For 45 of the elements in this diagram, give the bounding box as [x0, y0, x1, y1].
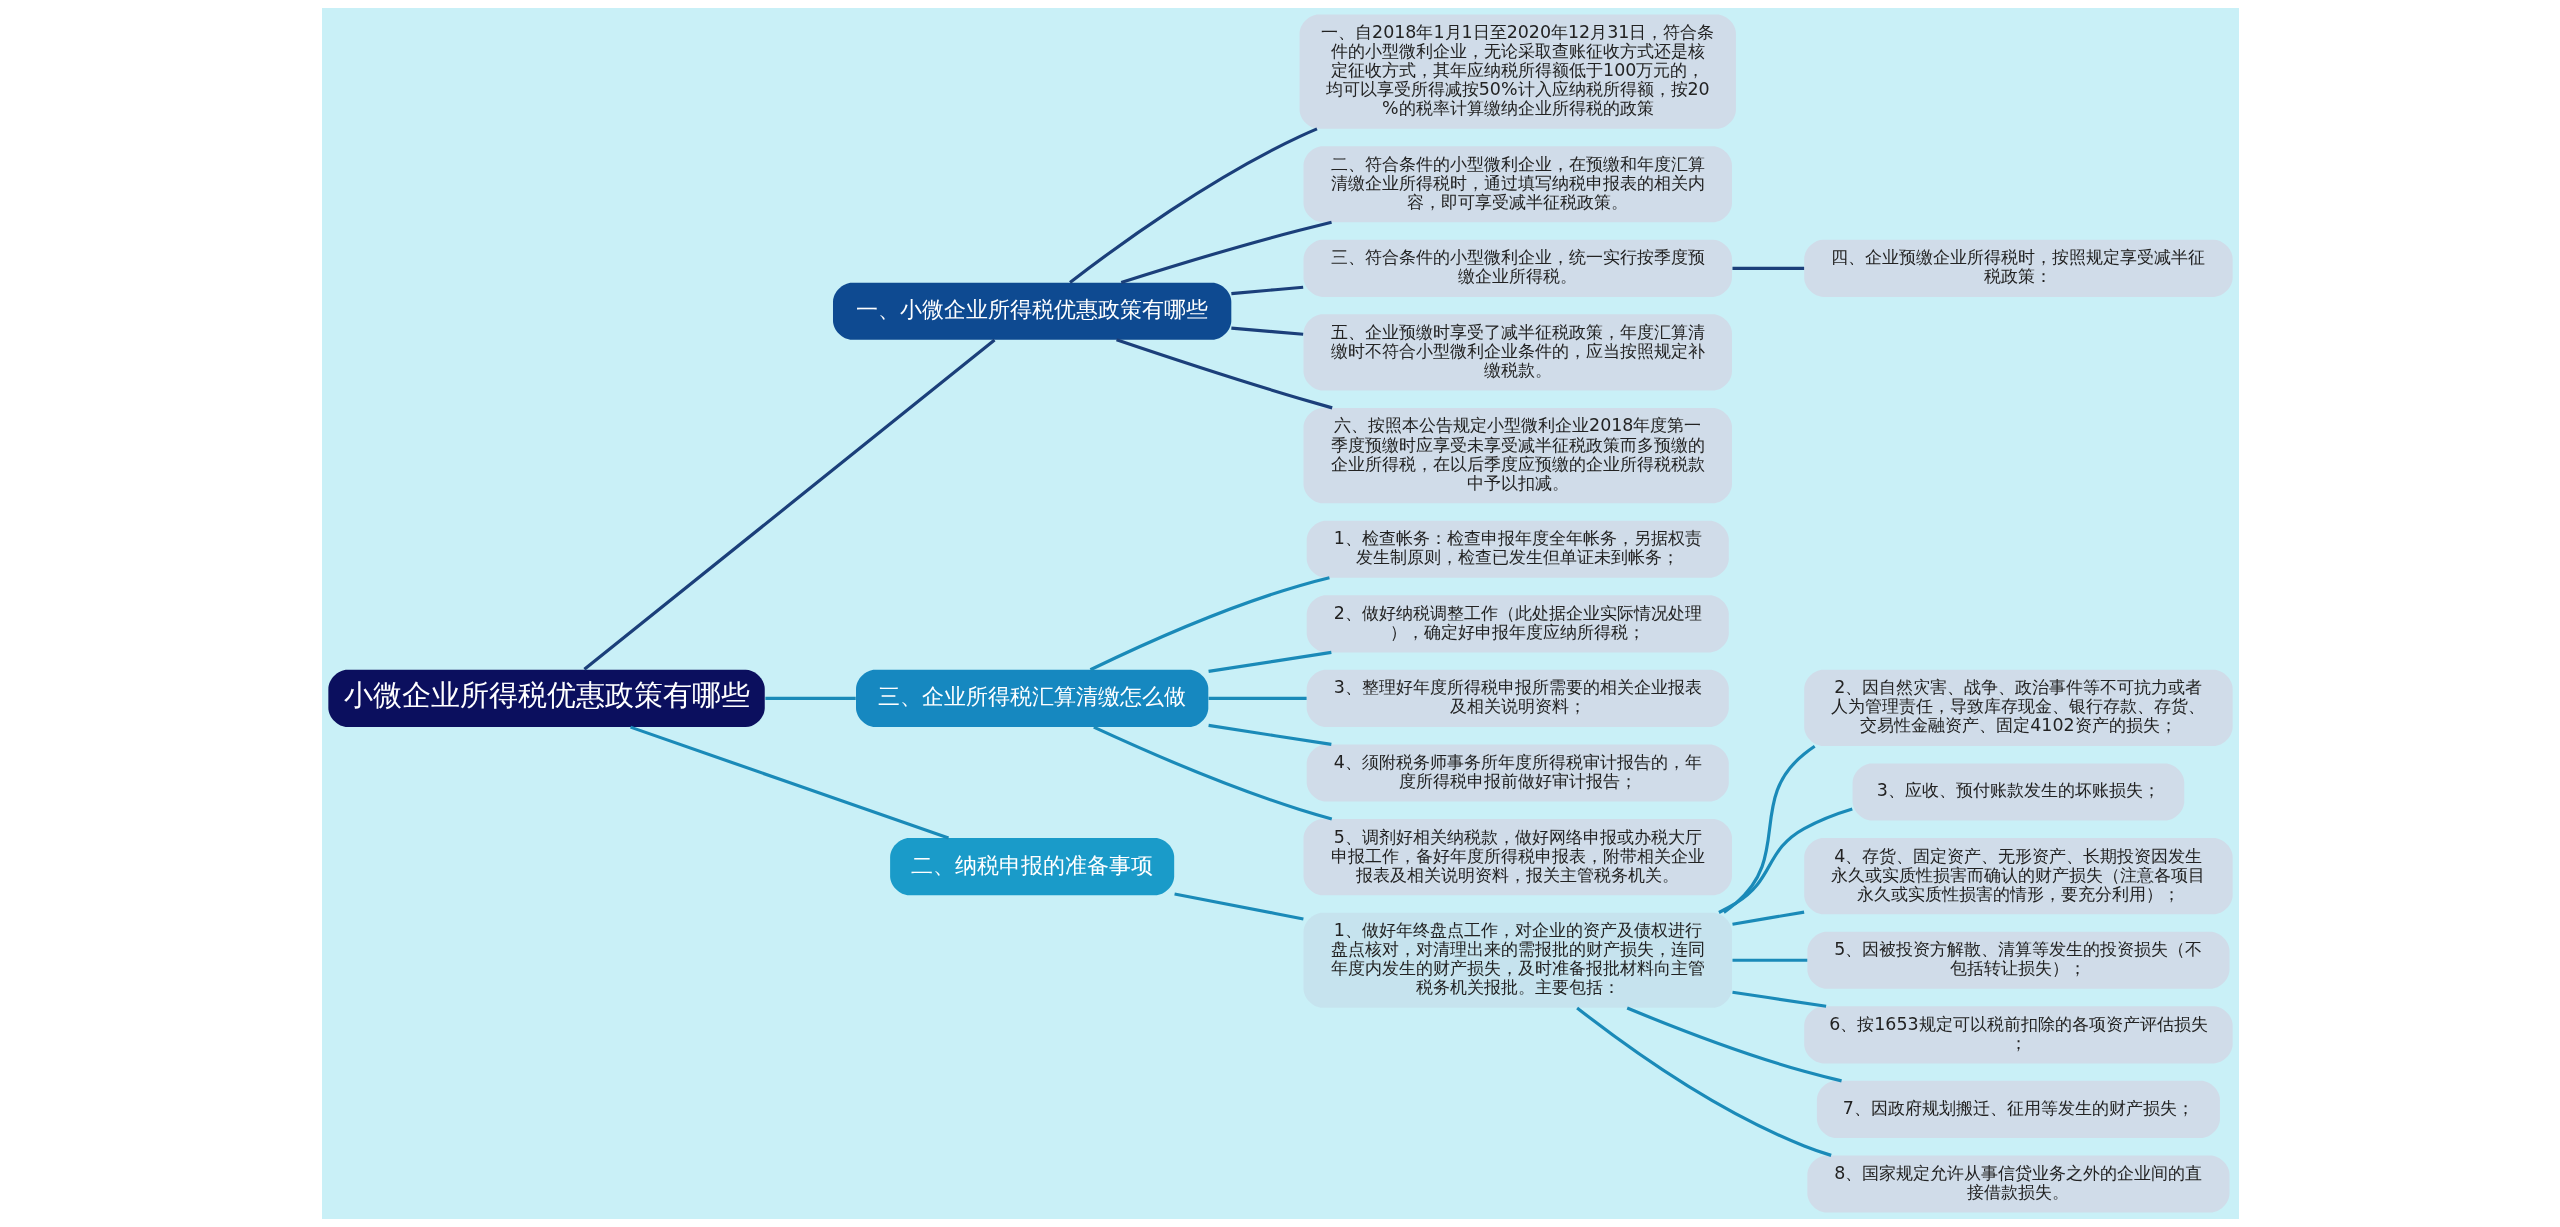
connector	[1207, 723, 1332, 746]
connector	[764, 696, 856, 700]
connector	[1120, 220, 1332, 284]
connector	[1732, 958, 1807, 962]
node-box: 6、按1653规定可以税前扣除的各项资产评估损失；	[1803, 1006, 2233, 1064]
node-box: 4、须附税务师事务所年度所得税审计报告的，年度所得税申报前做好审计报告；	[1306, 744, 1729, 802]
node-box: 二、纳税申报的准备事项	[889, 838, 1174, 896]
connector	[1115, 338, 1333, 410]
connector	[1207, 650, 1332, 673]
connector	[1717, 807, 1853, 914]
connector	[1208, 696, 1307, 700]
node-box: 三、符合条件的小型微利企业，统一实行按季度预缴企业所得税。	[1303, 239, 1732, 297]
node-box: 五、企业预缴时享受了减半征税政策，年度汇算清缴时不符合小型微利企业条件的，应当按照规定补缴税款。	[1303, 314, 1732, 391]
node-box: 7、因政府规划搬迁、征用等发生的财产损失；	[1816, 1080, 2220, 1138]
node-box: 小微企业所得税优惠政策有哪些	[327, 669, 765, 727]
node-box: 1、做好年终盘点工作，对企业的资产及债权进行盘点核对，对清理出来的需报批的财产损失，连同年度内发生的财产损失，及时准备报批材料向主管税务机关报批。主要包括：	[1303, 912, 1732, 1008]
connector	[1068, 127, 1318, 284]
connector	[1173, 892, 1304, 921]
connector	[1731, 990, 1826, 1008]
node-box: 一、小微企业所得税优惠政策有哪些	[832, 282, 1231, 340]
node-box: 三、企业所得税汇算清缴怎么做	[855, 669, 1208, 727]
connector	[1732, 266, 1804, 270]
node-box: 3、整理好年度所得税申报所需要的相关企业报表及相关说明资料；	[1306, 669, 1729, 727]
connector	[1731, 910, 1804, 926]
node-box: 4、存货、固定资产、无形资产、长期投资因发生永久或实质性损害而确认的财产损失（注意各项目永久或实质性损害的情形，要充分利用）；	[1803, 838, 2233, 915]
connector	[1230, 326, 1303, 336]
node-box: 六、按照本公告规定小型微利企业2018年度第一季度预缴时应享受未享受减半征税政策而多预缴的企业所得税，在以后季度应预缴的企业所得税税款中予以扣减。	[1303, 408, 1732, 504]
node-box: 2、因自然灾害、战争、政治事件等不可抗力或者人为管理责任，导致库存现金、银行存款、存货、交易性金融资产、固定4102资产的损失；	[1803, 669, 2233, 746]
connector	[1575, 1006, 1832, 1157]
node-box: 5、调剂好相关纳税款，做好网络申报或办税大厅申报工作，备好年度所得税申报表，附带相关企业报表及相关说明资料，报关主管税务机关。	[1303, 819, 1732, 896]
connector	[1626, 1006, 1842, 1083]
node-box: 1、检查帐务：检查申报年度全年帐务，另据权责发生制原则，检查已发生但单证未到帐务；	[1306, 520, 1729, 578]
node-box: 8、国家规定允许从事信贷业务之外的企业间的直接借款损失。	[1806, 1155, 2229, 1213]
connector	[1230, 285, 1303, 296]
node-box: 2、做好纳税调整工作（此处据企业实际情况处理），确定好申报年度应纳所得税；	[1306, 595, 1729, 653]
connector	[1089, 576, 1330, 672]
node-box: 四、企业预缴企业所得税时，按照规定享受减半征税政策：	[1803, 239, 2233, 297]
node-box: 5、因被投资方解散、清算等发生的投资损失（不包括转让损失）；	[1806, 931, 2229, 989]
node-box: 一、自2018年1月1日至2020年12月31日，符合条件的小型微利企业，无论采取查账征收方式还是核定征收方式，其年应纳税所得额低于100万元的，均可以享受所得减按50%计入应纳税所得额，按20%的税率计算缴纳企业所得税的政策	[1299, 14, 1736, 129]
connector	[582, 338, 996, 671]
connector	[1722, 744, 1816, 914]
node-box: 二、符合条件的小型微利企业，在预缴和年度汇算清缴企业所得税时，通过填写纳税申报表的相关内容，即可享受减半征税政策。	[1303, 146, 1732, 223]
connector	[1092, 725, 1332, 821]
node-box: 3、应收、预付账款发生的坏账损失；	[1852, 763, 2184, 821]
connector	[629, 725, 949, 840]
